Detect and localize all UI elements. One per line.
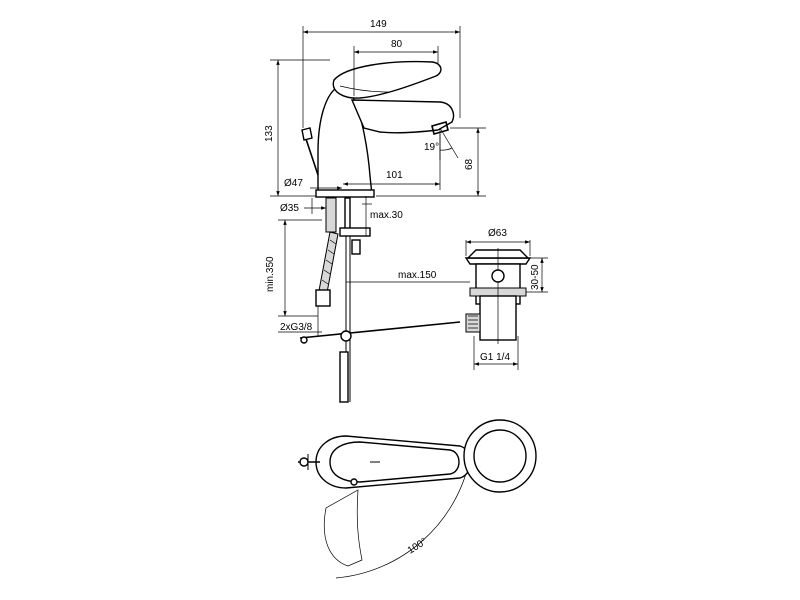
dim-inlet-thread: 2xG3/8: [280, 322, 313, 333]
dim-hose-length: min.350: [265, 256, 276, 292]
dimension-lines: [270, 26, 548, 370]
dim-lever-length: 80: [391, 39, 403, 50]
dim-waste-thread: G1 1/4: [480, 352, 510, 363]
dim-spout-angle: 19°: [424, 142, 439, 153]
faucet-side-view: [299, 60, 461, 403]
dim-waste-range: 30-50: [530, 264, 541, 290]
dim-spout-height: 68: [464, 158, 475, 170]
dim-lever-rotation: 100°: [406, 536, 429, 556]
dim-spout-reach: 101: [386, 170, 403, 181]
dim-deck-thickness: max.30: [370, 210, 403, 221]
dim-height-overall: 133: [264, 125, 275, 142]
dimension-labels: 149 80 133 101 68 19° Ø47 Ø35 max.30 min…: [264, 19, 541, 557]
dim-rod-length: max.150: [398, 270, 437, 281]
dim-waste-diameter: Ø63: [488, 228, 507, 239]
dim-hole-diameter: Ø35: [280, 203, 299, 214]
dim-width-overall: 149: [370, 19, 387, 30]
faucet-plan-view: [298, 419, 537, 579]
popup-waste: [464, 248, 532, 344]
dim-base-diameter: Ø47: [284, 178, 303, 189]
